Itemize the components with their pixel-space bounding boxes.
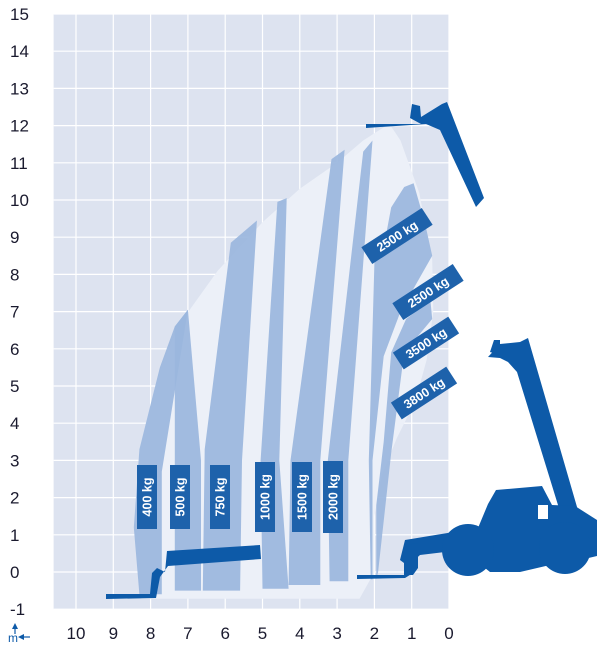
y-tick-label: 8 <box>10 265 19 284</box>
x-tick-label: 6 <box>220 624 229 643</box>
load-label-box <box>170 465 190 529</box>
load-label-text: 2000 kg <box>327 474 341 520</box>
y-tick-label: -1 <box>10 600 25 619</box>
y-tick-label: 15 <box>10 5 29 24</box>
x-tick-label: 2 <box>370 624 379 643</box>
load-label-2: 500 kg <box>170 465 190 529</box>
load-band-8 <box>376 300 433 580</box>
machine-part-2 <box>106 545 261 599</box>
load-label-box <box>292 462 312 532</box>
y-tick-label: 5 <box>10 377 19 396</box>
x-tick-label: 3 <box>332 624 341 643</box>
load-label-5: 1500 kg <box>292 462 312 532</box>
y-tick-label: 6 <box>10 340 19 359</box>
y-tick-label: 10 <box>10 191 29 210</box>
load-label-text: 500 kg <box>174 478 188 517</box>
load-label-text: 1500 kg <box>296 474 310 520</box>
load-label-box <box>255 462 275 532</box>
load-label-1: 400 kg <box>137 465 157 529</box>
load-label-box <box>392 264 464 320</box>
load-label-text: 750 kg <box>214 478 228 517</box>
x-tick-label: 7 <box>183 624 192 643</box>
y-tick-label: 3 <box>10 451 19 470</box>
x-tick-label: 1 <box>407 624 416 643</box>
machine-part-4 <box>488 338 586 544</box>
machine-part-7 <box>406 543 418 575</box>
y-tick-label: 11 <box>10 154 28 173</box>
y-tick-label: 14 <box>10 42 29 61</box>
front-wheel <box>442 524 494 576</box>
y-tick-label: 4 <box>10 414 19 433</box>
y-tick-label: 1 <box>10 526 19 545</box>
telehandler-illustration <box>106 102 597 599</box>
unit-label: m <box>8 631 18 645</box>
load-label-box <box>137 465 157 529</box>
x-tick-label: 10 <box>67 624 86 643</box>
x-tick-label: 4 <box>295 624 304 643</box>
cab-window <box>538 505 548 519</box>
machine-part-5 <box>490 340 500 355</box>
load-label-box <box>361 208 433 264</box>
y-tick-label: 0 <box>10 563 19 582</box>
rear-wheel <box>539 522 591 574</box>
y-tick-label: 9 <box>10 228 19 247</box>
load-label-text: 1000 kg <box>259 474 273 520</box>
x-tick-label: 9 <box>109 624 118 643</box>
load-label-box <box>323 461 343 533</box>
y-tick-label: 13 <box>10 79 29 98</box>
load-label-box <box>210 465 230 529</box>
load-label-3: 750 kg <box>210 465 230 529</box>
y-tick-label: 2 <box>10 489 19 508</box>
unit-arrow-up-head <box>12 623 18 629</box>
load-label-6: 2000 kg <box>323 461 343 533</box>
load-label-4: 1000 kg <box>255 462 275 532</box>
x-tick-label: 5 <box>258 624 267 643</box>
axis-unit-indicator: m <box>8 623 30 645</box>
x-tick-label: 8 <box>146 624 155 643</box>
load-label-box <box>392 316 460 370</box>
unit-arrow-left-head <box>18 634 24 640</box>
load-band-7 <box>368 183 433 580</box>
x-tick-label: 0 <box>444 624 453 643</box>
y-tick-label: 12 <box>10 117 29 136</box>
load-label-text: 400 kg <box>141 478 155 517</box>
load-label-box <box>390 366 458 420</box>
machine-part-1 <box>366 102 484 207</box>
y-tick-label: 7 <box>10 303 19 322</box>
